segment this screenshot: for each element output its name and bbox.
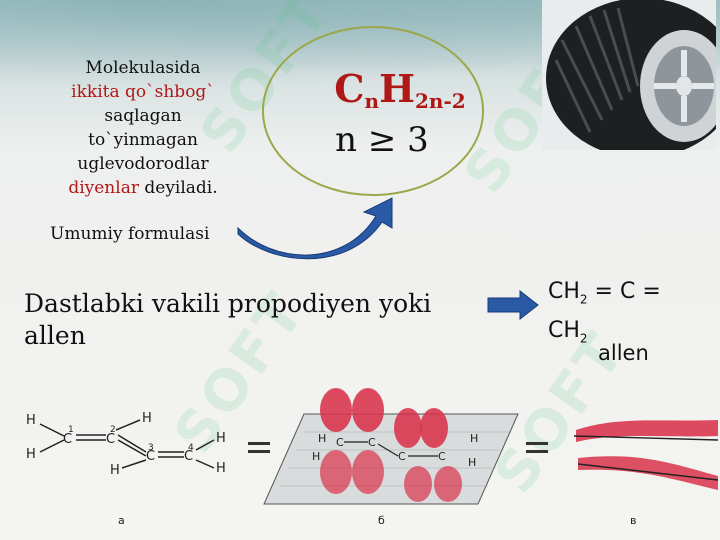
atom-h: H [142, 411, 152, 426]
atom-c: C [63, 432, 72, 447]
allen-formula-line2: CH2 [548, 315, 718, 354]
atom-h: H [26, 447, 36, 462]
atom-h: H [318, 432, 326, 445]
orbital-plane: H H C C C C H H б [263, 388, 519, 527]
definition-line-rest: deyiladi. [138, 178, 218, 198]
atom-h: H [26, 413, 36, 428]
tyre-image [542, 0, 716, 150]
panel-label-a: a [118, 514, 125, 527]
definition-line: uglevodorodlar [77, 154, 209, 174]
right-arrow-icon [487, 290, 539, 320]
allen-name: allen [598, 341, 649, 365]
atom-h: H [216, 461, 226, 476]
formula-h-sub: 2n-2 [415, 89, 466, 113]
pi-bond-lobes: в [573, 420, 718, 527]
definition-line: diyenlar deyiladi. [38, 176, 248, 200]
panel-label-b: б [378, 514, 385, 527]
atom-number: 2 [110, 425, 116, 435]
orbital-diagram: H H C 1 C 2 H C 3 H C 4 H H a [26, 388, 718, 527]
atom-h: H [470, 432, 478, 445]
definition-highlight: ikkita qo`shbog` [71, 82, 215, 102]
sub-2: 2 [579, 292, 588, 307]
atom-c: C [438, 450, 446, 463]
atom-h: H [110, 463, 120, 478]
general-formula: CnH2n-2 [300, 66, 500, 113]
definition-line: Molekulasida [85, 58, 201, 78]
atom-c: C [336, 436, 344, 449]
ch-text: CH [548, 318, 580, 344]
first-member-text: Dastlabki vakili propodiyen yoki allen [24, 289, 432, 350]
formula-c: C [334, 66, 365, 111]
diyenlar-term: diyenlar [68, 178, 139, 198]
atom-c: C [146, 449, 155, 464]
atom-c: C [184, 449, 193, 464]
atom-h: H [216, 431, 226, 446]
equals-sign [526, 442, 548, 453]
panel-label-c: в [630, 514, 636, 527]
general-formula-label: Umumiy formulasi [50, 224, 210, 244]
equals-sign [248, 442, 270, 453]
formula-h: H [379, 66, 415, 111]
formula-condition: n ≥ 3 [335, 120, 429, 160]
definition-line: to`yinmagan [88, 130, 198, 150]
atom-number: 1 [68, 425, 74, 435]
structural-formula: H H C 1 C 2 H C 3 H C 4 H H a [26, 411, 226, 527]
atom-h: H [468, 456, 476, 469]
formula-n-sub: n [364, 89, 380, 113]
equals-c-equals: = C = [587, 279, 661, 304]
allen-formula: CH2 = C = CH2 [548, 276, 718, 355]
formula-ellipse [262, 26, 484, 196]
atom-c: C [398, 450, 406, 463]
definition-line: saqlagan [104, 106, 182, 126]
ch-text: CH [548, 279, 580, 304]
sub-2: 2 [579, 331, 588, 346]
allen-formula-line1: CH2 = C = [548, 276, 718, 315]
atom-c: C [368, 436, 376, 449]
definition-text: Molekulasida ikkita qo`shbog` saqlagan t… [38, 56, 248, 200]
atom-h: H [312, 450, 320, 463]
atom-c: C [106, 432, 115, 447]
atom-number: 3 [148, 443, 154, 453]
atom-number: 4 [188, 443, 194, 453]
curved-arrow-icon [237, 197, 393, 260]
